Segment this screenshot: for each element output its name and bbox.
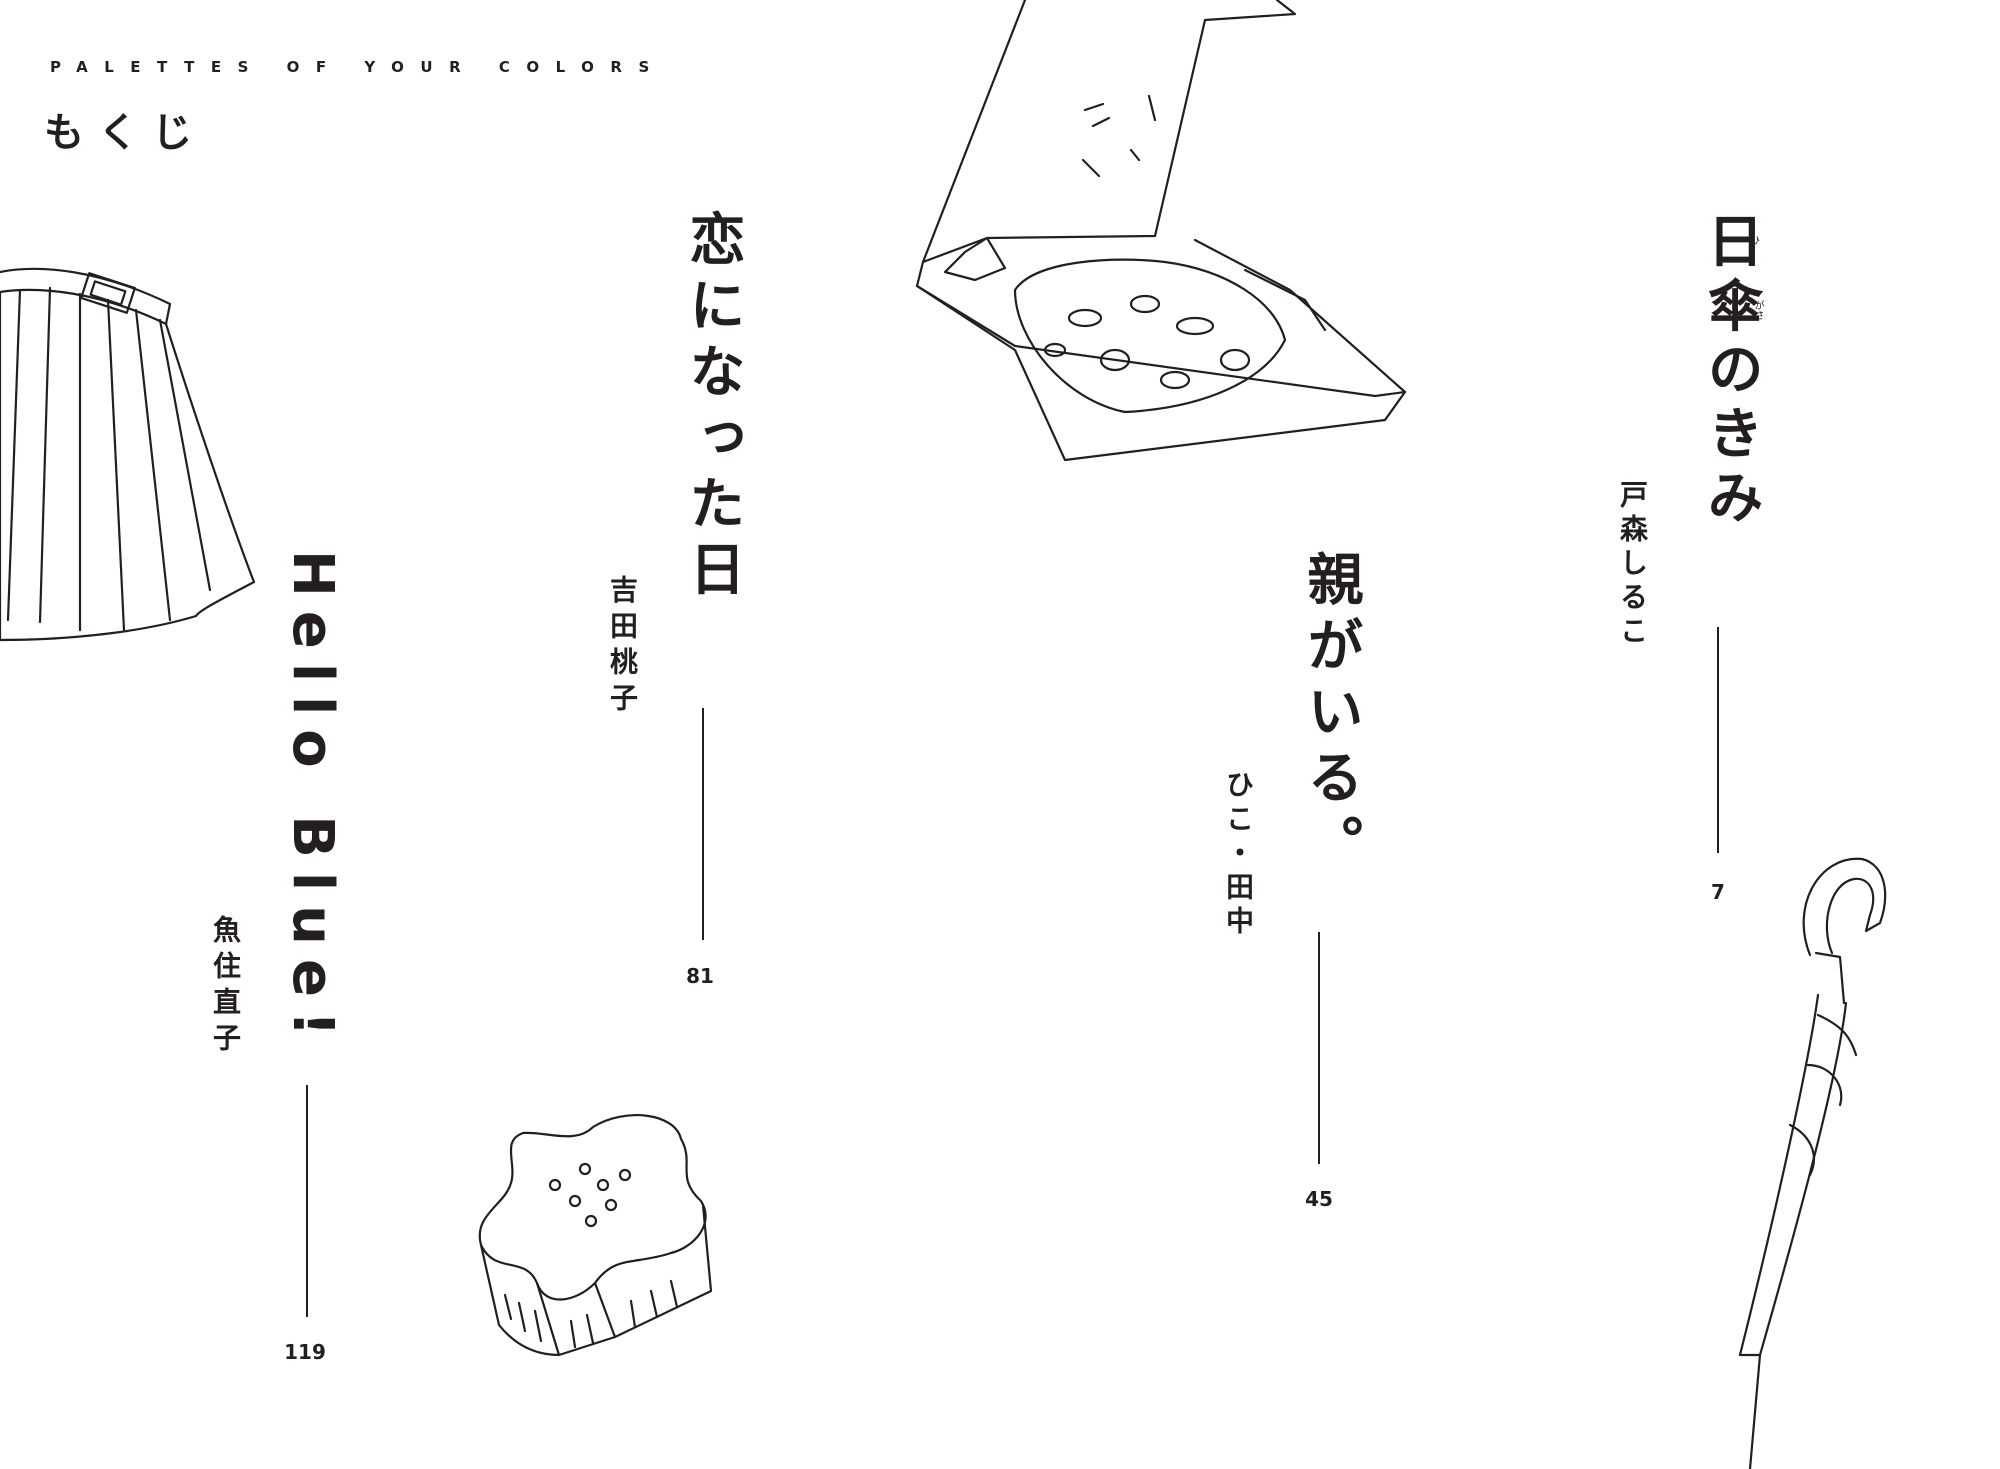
story-title-oyagairu[interactable]: 親がいる。 — [1298, 550, 1363, 880]
page-number[interactable]: 45 — [1305, 1187, 1333, 1211]
author-yoshida: 吉田桃子 — [606, 575, 639, 719]
ruby-hi: ひ — [1750, 236, 1760, 247]
ruby-gasa: がさ — [1752, 300, 1763, 320]
series-title: PALETTES OF YOUR COLORS — [50, 58, 666, 76]
page-number[interactable]: 119 — [284, 1340, 326, 1364]
divider-line — [702, 708, 704, 940]
umbrella-illustration — [1738, 857, 1887, 1469]
divider-line — [1717, 627, 1719, 853]
skirt-illustration — [0, 267, 256, 642]
story-title-hello-blue[interactable]: Hello Blue! — [280, 550, 345, 1051]
divider-line — [1318, 932, 1320, 1164]
page-number[interactable]: 81 — [686, 964, 714, 988]
page-title: もくじ — [44, 110, 206, 156]
star-cake-illustration — [478, 1114, 713, 1357]
pizza-box-illustration — [915, 0, 1407, 462]
author-tomori: 戸森しるこ — [1616, 480, 1649, 650]
author-uozumi: 魚住直子 — [209, 915, 242, 1059]
story-title-koi[interactable]: 恋になった日 — [680, 210, 745, 606]
story-title-higasa[interactable]: 日傘のきみ — [1698, 212, 1763, 532]
page-number[interactable]: 7 — [1711, 880, 1725, 904]
divider-line — [306, 1085, 308, 1317]
author-hiko-tanaka: ひこ・田中 — [1222, 770, 1255, 940]
